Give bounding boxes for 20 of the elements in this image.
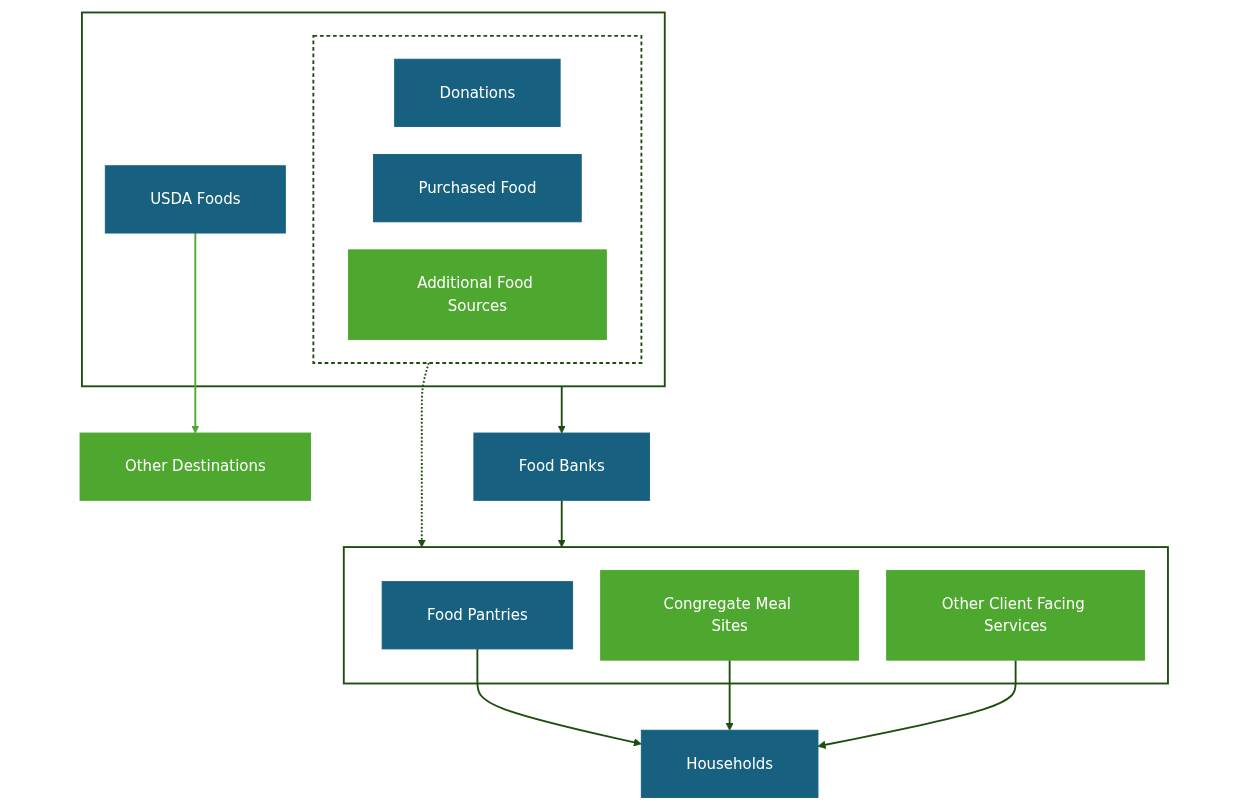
- arrow: [557, 385, 566, 434]
- node-box: Food Pantries: [381, 581, 574, 650]
- arrow: [817, 659, 1017, 749]
- node-box: USDA Foods: [104, 165, 286, 234]
- cluster: [342, 546, 1169, 685]
- arrow: [191, 232, 200, 434]
- arrow: [725, 659, 734, 731]
- node-box: Other Destinations: [79, 432, 312, 501]
- cluster: [81, 11, 666, 388]
- node-box: Other Client Facing Services: [886, 569, 1146, 661]
- arrow: [476, 648, 642, 747]
- cluster: [312, 34, 643, 364]
- node-box: Households: [640, 729, 819, 798]
- node-box: Donations: [394, 58, 561, 127]
- node-box: Purchased Food: [373, 154, 582, 223]
- arrow: [557, 499, 566, 548]
- node-box: Congregate Meal Sites: [600, 569, 860, 661]
- node-box: Food Banks: [473, 432, 651, 501]
- arrow: [417, 362, 430, 548]
- node-box: Additional Food Sources: [347, 249, 607, 341]
